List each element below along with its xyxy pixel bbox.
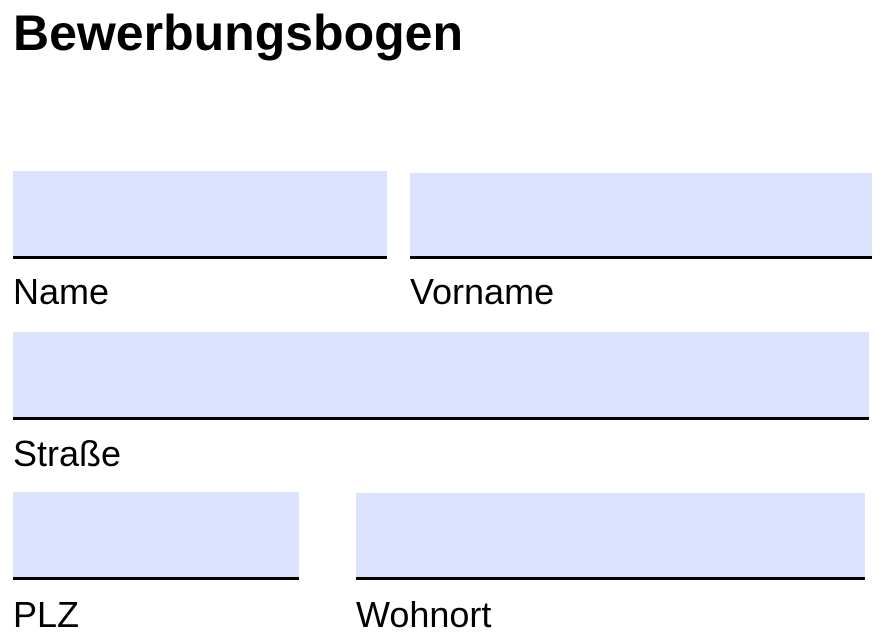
- wohnort-label: Wohnort: [356, 594, 492, 635]
- vorname-field[interactable]: [410, 173, 872, 259]
- strasse-field[interactable]: [13, 332, 869, 420]
- name-label: Name: [13, 271, 110, 312]
- plz-field[interactable]: [13, 492, 299, 580]
- wohnort-field[interactable]: [356, 493, 865, 580]
- form-title: Bewerbungsbogen: [13, 5, 464, 61]
- name-field[interactable]: [13, 171, 387, 259]
- vorname-label: Vorname: [410, 271, 555, 312]
- strasse-label: Straße: [13, 433, 122, 474]
- plz-label: PLZ: [13, 594, 80, 635]
